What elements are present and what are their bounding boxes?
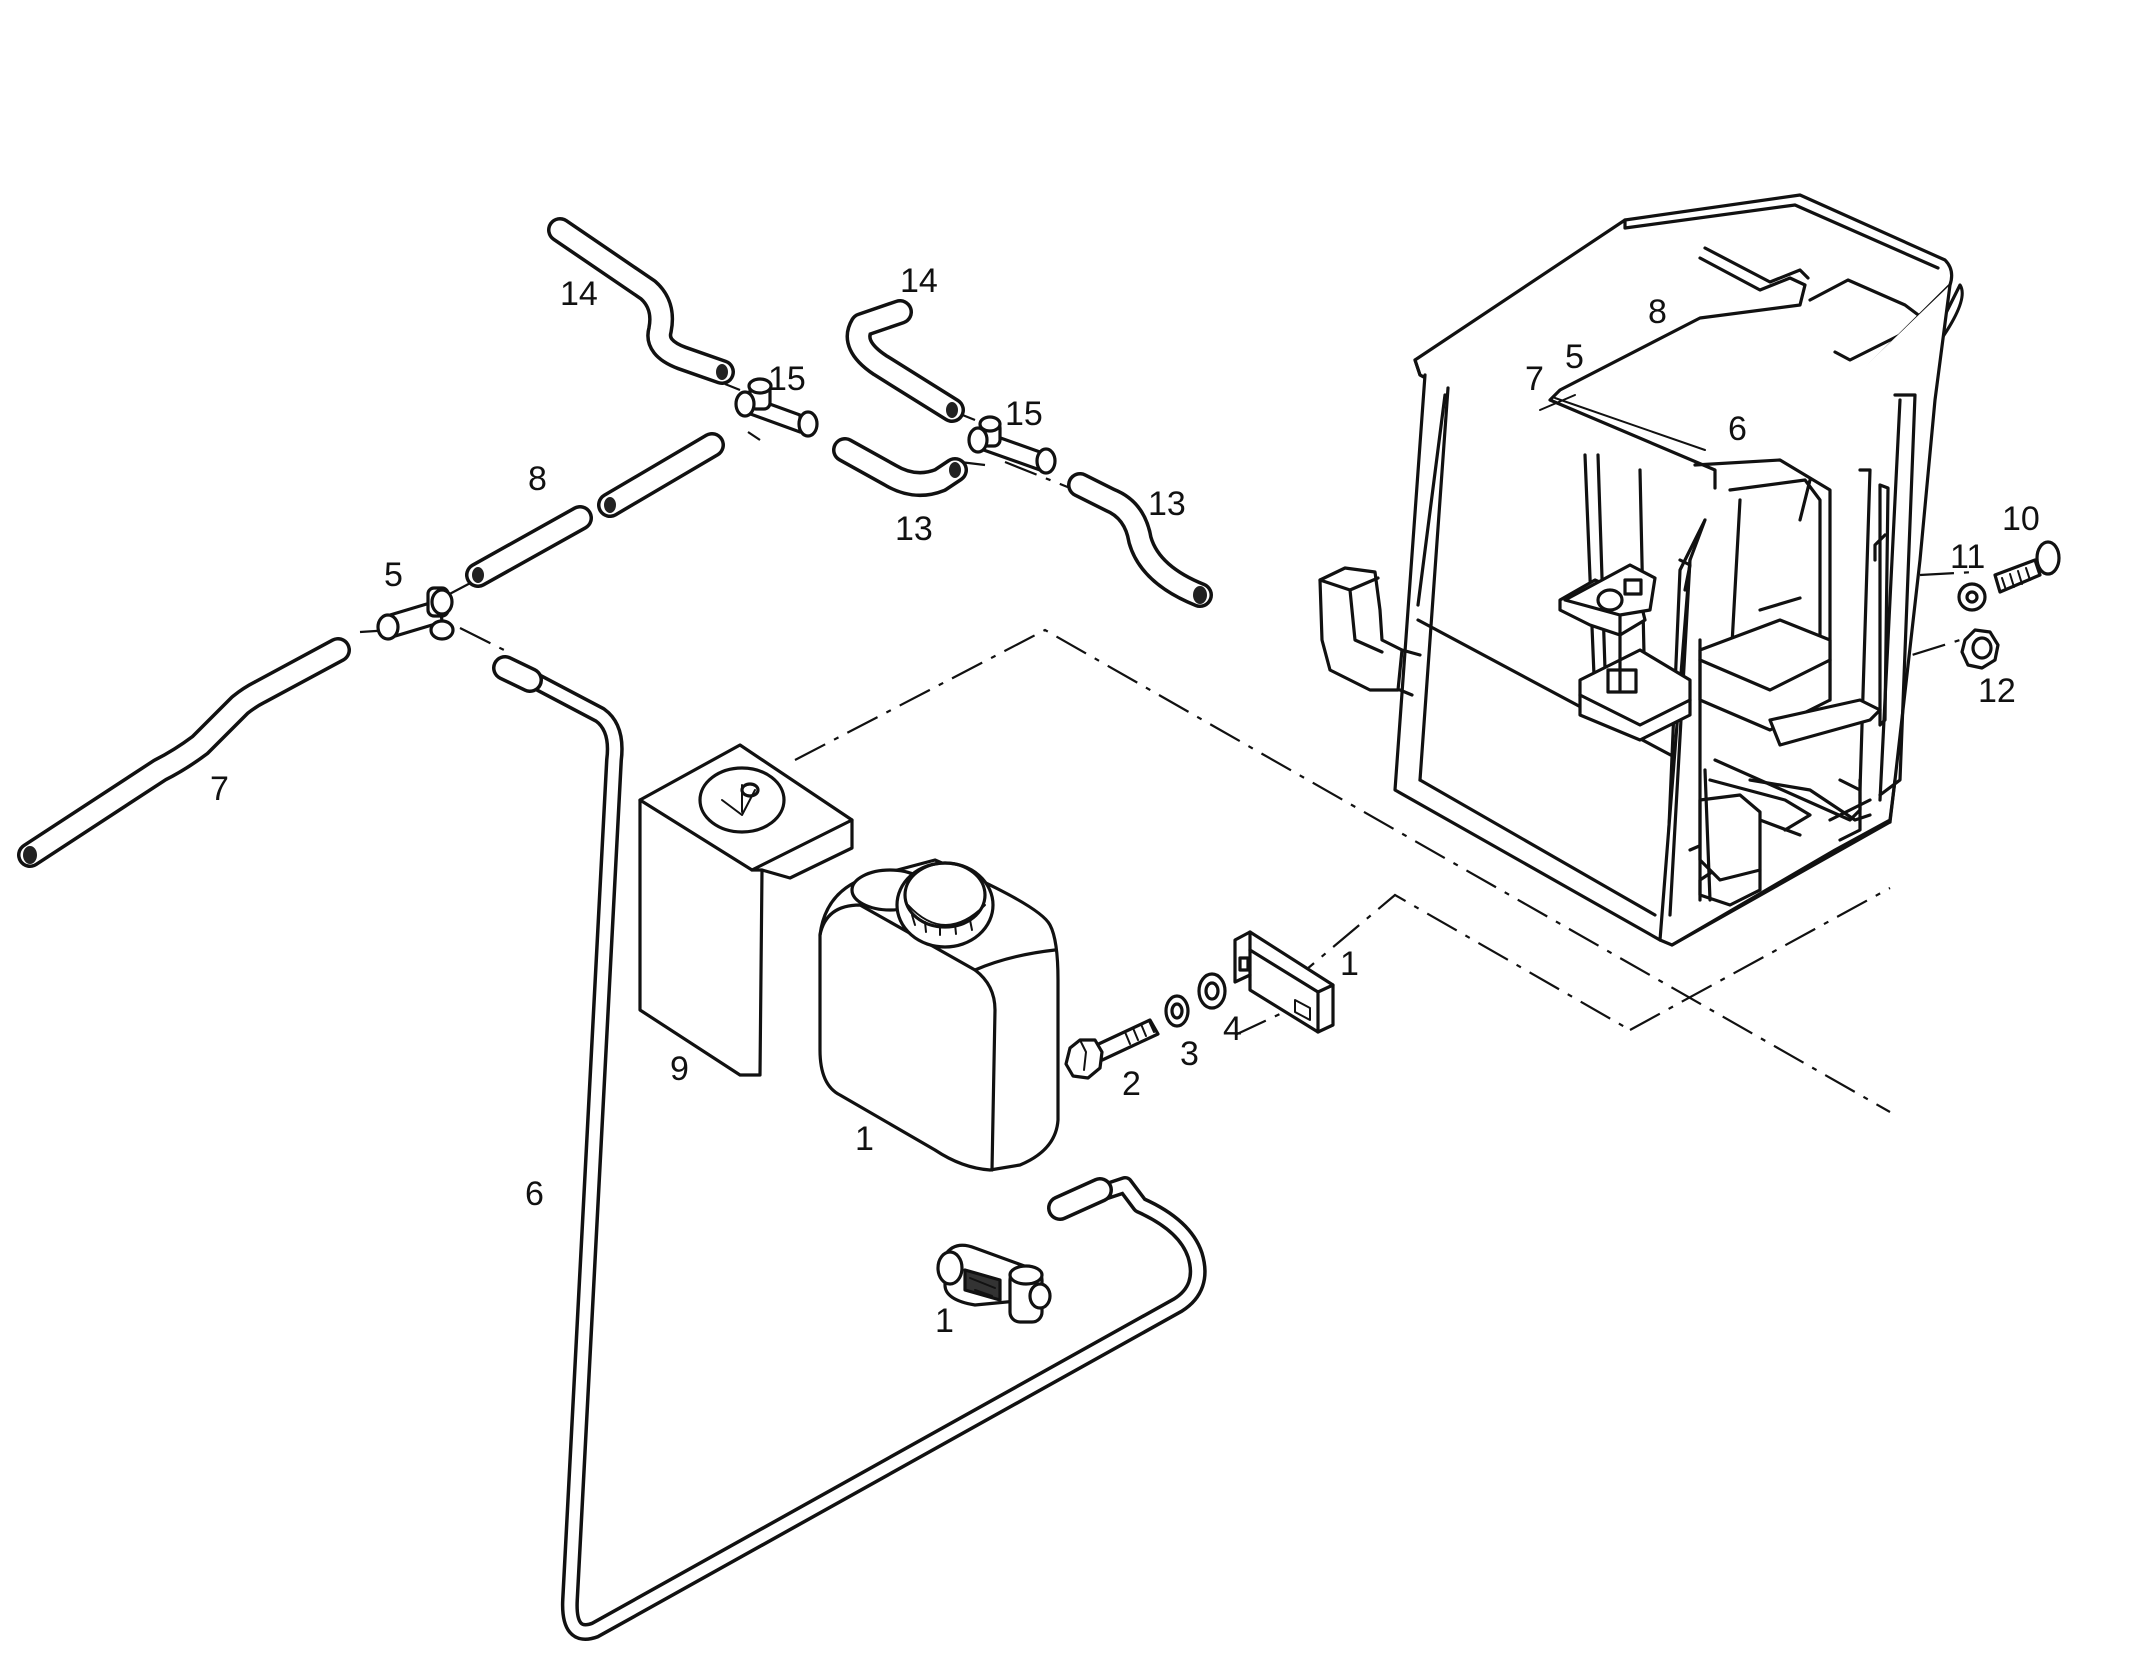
label-cab-8: 8 xyxy=(1648,293,1667,331)
label-washer-3: 3 xyxy=(1180,1035,1199,1073)
label-hose-8: 8 xyxy=(528,460,547,498)
label-cab-7: 7 xyxy=(1525,360,1544,398)
label-washer-11: 11 xyxy=(1950,538,1985,576)
washer-3 xyxy=(1164,994,1190,1028)
mounting-bracket-1 xyxy=(1233,930,1335,1034)
label-bracket-1: 1 xyxy=(1340,945,1359,983)
label-nut-12: 12 xyxy=(1978,672,2016,710)
tee-fitting-15-right xyxy=(967,415,1057,475)
label-pump-1: 1 xyxy=(935,1302,954,1340)
label-hose-13-right: 13 xyxy=(1148,485,1186,523)
label-hose-13-left: 13 xyxy=(895,510,933,548)
label-hose-14-left: 14 xyxy=(560,275,598,313)
washer-reservoir-1 xyxy=(818,858,1060,1172)
operator-cab xyxy=(1318,193,1964,947)
label-reservoir-1: 1 xyxy=(855,1120,874,1158)
washer-pump-1 xyxy=(936,1243,1052,1324)
washer-4 xyxy=(1197,972,1227,1010)
label-bolt-2: 2 xyxy=(1122,1065,1141,1103)
label-washer-4: 4 xyxy=(1223,1010,1242,1048)
label-screw-10: 10 xyxy=(2002,500,2040,538)
tee-fitting-5 xyxy=(376,586,455,641)
part-labels: 14 14 15 15 13 13 8 5 7 6 9 1 1 1 2 3 4 … xyxy=(210,262,2040,1340)
washer-11 xyxy=(1957,582,1987,612)
label-cab-5: 5 xyxy=(1565,338,1584,376)
label-hose-6: 6 xyxy=(525,1175,544,1213)
hose-13-right xyxy=(1067,472,1213,608)
label-hose-14-right: 14 xyxy=(900,262,938,300)
label-tee-15-left: 15 xyxy=(768,360,806,398)
hose-8 xyxy=(465,432,725,588)
hose-14-left xyxy=(547,217,735,385)
bolt-2 xyxy=(1064,1018,1160,1080)
hose-6 xyxy=(492,655,1207,1641)
screw-10 xyxy=(1993,540,2061,594)
nut-12 xyxy=(1960,628,2000,670)
hose-7 xyxy=(17,637,351,868)
tee-fitting-15-left xyxy=(734,377,819,438)
hose-13-left xyxy=(832,437,968,497)
label-hose-7: 7 xyxy=(210,770,229,808)
label-cover-9: 9 xyxy=(670,1050,689,1088)
label-tee-15-right: 15 xyxy=(1005,395,1043,433)
hose-14-right xyxy=(845,299,965,423)
reservoir-cover-9 xyxy=(638,743,854,1077)
label-tee-5: 5 xyxy=(384,556,403,594)
label-cab-6: 6 xyxy=(1728,410,1747,448)
